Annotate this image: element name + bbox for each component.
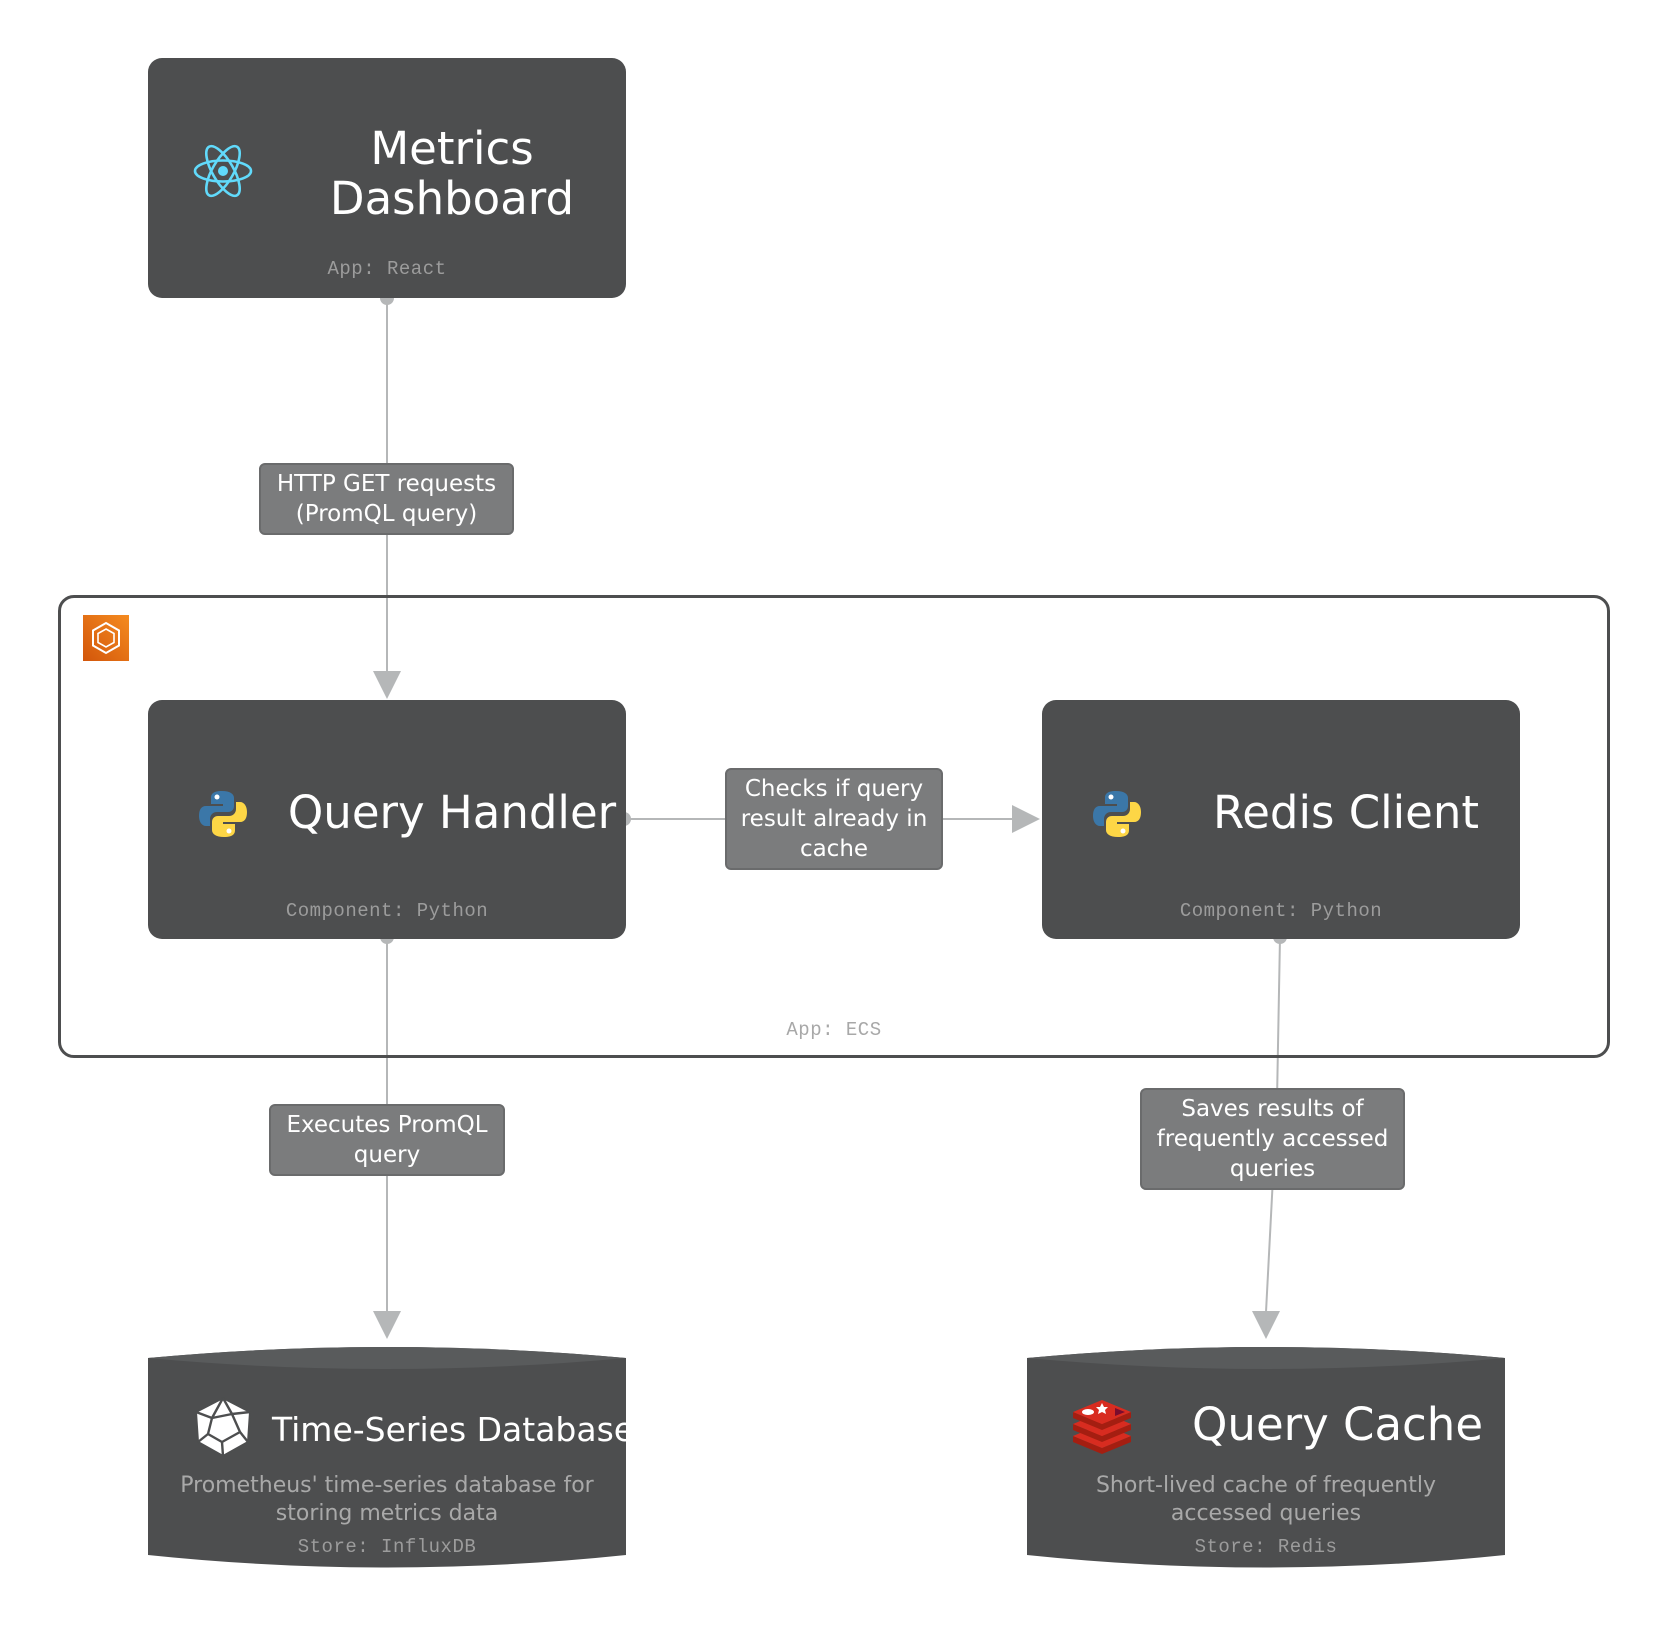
redis-client-node[interactable]: Redis Client Component: Python <box>1042 700 1520 939</box>
store-technology-label: Store: InfluxDB <box>297 1536 477 1558</box>
react-icon <box>193 144 253 198</box>
time-series-database-store[interactable]: Time-Series Database Prometheus' time-se… <box>148 1340 634 1580</box>
python-icon <box>1093 791 1141 837</box>
edge-label-http-get: HTTP GET requests (PromQL query) <box>259 463 514 535</box>
node-title-line: Metrics <box>370 122 534 175</box>
store-description: Prometheus' time-series database for sto… <box>180 1473 594 1526</box>
edge-label-saves-results: Saves results of frequently accessed que… <box>1140 1088 1405 1190</box>
store-title: Time-Series Database <box>272 1410 635 1449</box>
store-description: Short-lived cache of frequently accessed… <box>1095 1473 1437 1526</box>
store-title: Query Cache <box>1192 1398 1484 1451</box>
edge-label-checks-cache: Checks if query result already in cache <box>725 768 943 870</box>
node-title: Redis Client <box>1212 786 1480 839</box>
node-technology-label: Component: Python <box>285 900 489 922</box>
node-technology-label: Component: Python <box>1179 900 1383 922</box>
node-title: Query Handler <box>287 786 617 839</box>
node-technology-label: App: React <box>327 258 447 280</box>
cluster-technology-label: App: ECS <box>786 1019 882 1041</box>
metrics-dashboard-node[interactable]: Metrics Dashboard App: React <box>148 58 626 298</box>
ecs-cluster: App: ECS <box>58 595 1610 1058</box>
python-icon <box>199 791 247 837</box>
query-cache-store[interactable]: Query Cache Short-lived cache of frequen… <box>1027 1340 1505 1580</box>
aws-ecs-icon <box>83 615 129 661</box>
node-title-line: Dashboard <box>329 172 575 226</box>
arrowhead <box>1012 805 1040 833</box>
arrowhead <box>373 1311 401 1339</box>
edge-label-executes-promql: Executes PromQL query <box>269 1104 505 1176</box>
node-title: Metrics Dashboard <box>278 122 626 226</box>
cylinder-shape <box>1027 1347 1505 1568</box>
prometheus-icon <box>195 1397 251 1457</box>
query-handler-node[interactable]: Query Handler Component: Python <box>148 700 626 939</box>
redis-icon <box>1073 1400 1131 1454</box>
store-technology-label: Store: Redis <box>1194 1536 1338 1558</box>
cylinder-shape <box>148 1347 626 1568</box>
arrowhead <box>1252 1311 1280 1339</box>
arrowhead <box>373 671 401 699</box>
